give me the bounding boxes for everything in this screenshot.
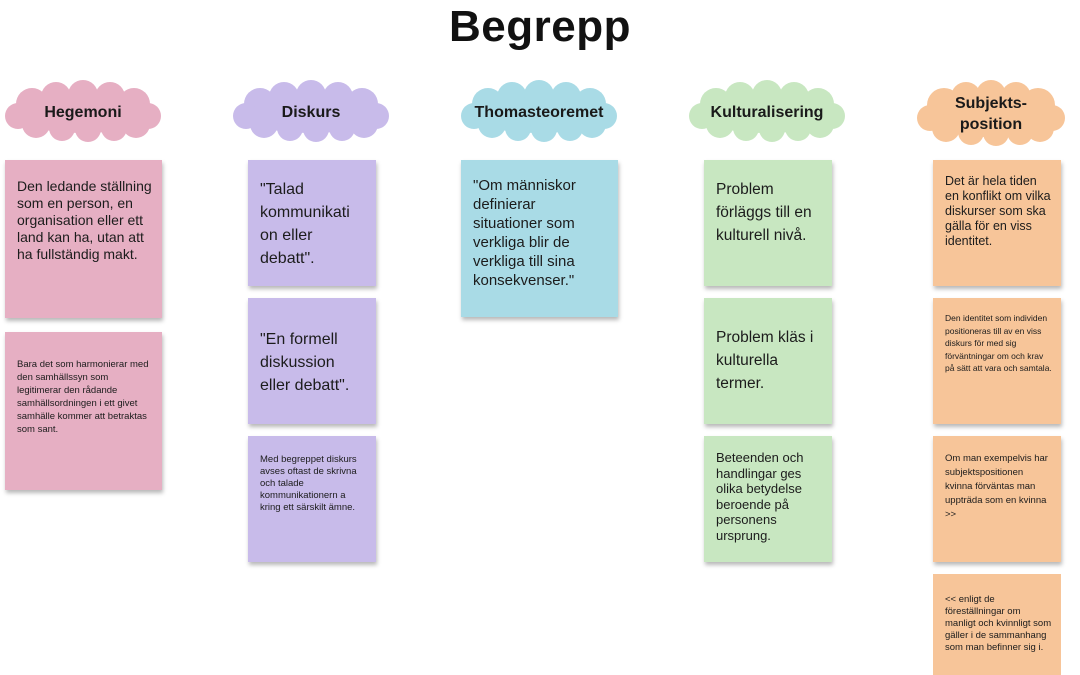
sticky-note[interactable]: "Talad kommunikati on eller debatt". (248, 160, 376, 286)
sticky-note[interactable]: Det är hela tiden en konflikt om vilka d… (933, 160, 1061, 286)
header-label: Subjekts- position (954, 95, 1027, 133)
sticky-note[interactable]: "Om människor definierar situationer som… (461, 160, 618, 317)
cloud-shape (917, 80, 1065, 146)
header-cloud-diskurs[interactable]: Diskurs (232, 80, 390, 142)
sticky-note[interactable]: Beteenden och handlingar ges olika betyd… (704, 436, 832, 562)
cloud-shape (5, 80, 161, 142)
sticky-note[interactable]: << enligt de föreställningar om manligt … (933, 574, 1061, 675)
sticky-note[interactable]: Den identitet som individen positioneras… (933, 298, 1061, 424)
sticky-note[interactable]: Bara det som harmonierar med den samhäll… (5, 332, 162, 490)
page-title: Begrepp (449, 2, 631, 51)
sticky-note[interactable]: Med begreppet diskurs avses oftast de sk… (248, 436, 376, 562)
header-cloud-hegemoni[interactable]: Hegemoni (4, 80, 162, 142)
sticky-note[interactable]: Den ledande ställning som en person, en … (5, 160, 162, 318)
header-cloud-subjektsposition[interactable]: Subjekts- position (916, 80, 1066, 146)
cloud-shape (233, 80, 389, 142)
header-cloud-kulturalisering[interactable]: Kulturalisering (688, 80, 846, 142)
sticky-note[interactable]: Om man exempelvis har subjektspositionen… (933, 436, 1061, 562)
header-label: Hegemoni (44, 103, 122, 121)
header-label: Diskurs (281, 103, 341, 121)
sticky-note[interactable]: Problem kläs i kulturella termer. (704, 298, 832, 424)
header-cloud-thomasteoremet[interactable]: Thomasteoremet (460, 80, 618, 142)
sticky-note[interactable]: Problem förläggs till en kulturell nivå. (704, 160, 832, 286)
cloud-shape (461, 80, 617, 142)
cloud-shape (689, 80, 845, 142)
header-label: Kulturalisering (710, 103, 824, 121)
header-label: Thomasteoremet (474, 103, 604, 121)
sticky-note[interactable]: "En formell diskussion eller debatt". (248, 298, 376, 424)
